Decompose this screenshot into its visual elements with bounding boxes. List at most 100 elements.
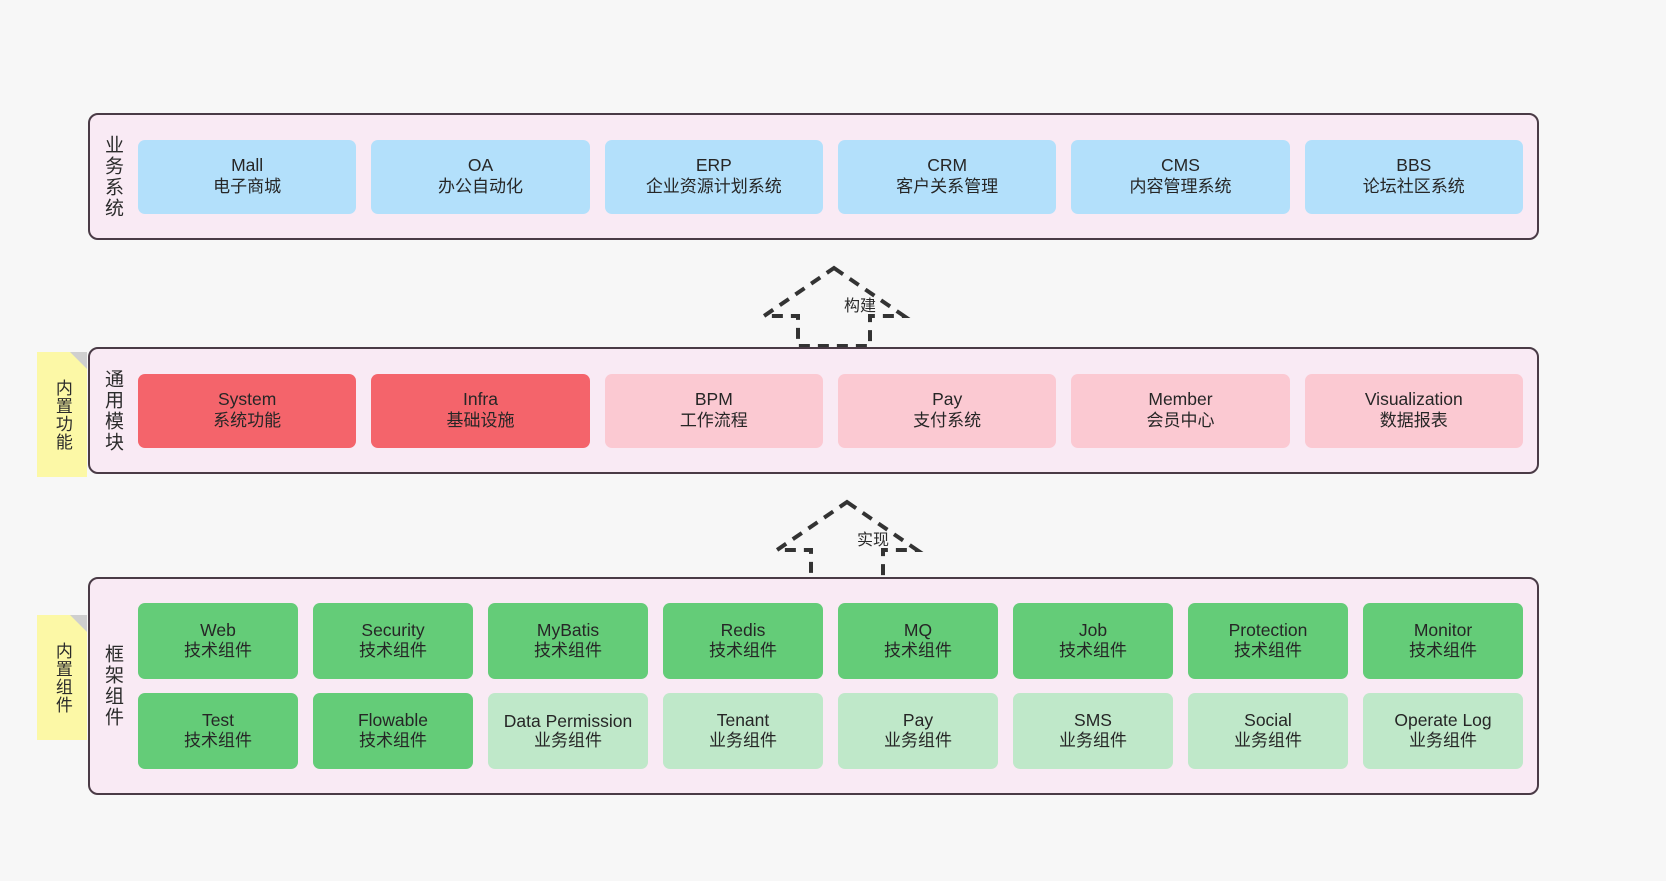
component-card-subtitle: 业务组件 <box>1234 731 1302 751</box>
module-card-pay[interactable]: Pay 支付系统 <box>837 373 1057 448</box>
module-card-oa[interactable]: OA 办公自动化 <box>371 139 590 214</box>
layer-row: Test 技术组件 Flowable 技术组件 Data Permission … <box>138 693 1523 769</box>
component-card-subtitle: 技术组件 <box>184 641 252 661</box>
component-card-title: Flowable <box>357 709 429 730</box>
component-card-title: MQ <box>903 619 933 640</box>
layer-body-framework-components: Web 技术组件 Security 技术组件 MyBatis 技术组件 Redi… <box>134 579 1537 793</box>
module-card-cms[interactable]: CMS 内容管理系统 <box>1071 139 1290 214</box>
component-card-title: Job <box>1078 619 1108 640</box>
module-card-subtitle: 会员中心 <box>1146 410 1215 430</box>
component-card-subtitle: 技术组件 <box>1409 641 1477 661</box>
module-card-member[interactable]: Member 会员中心 <box>1071 373 1290 448</box>
module-card-subtitle: 企业资源计划系统 <box>645 176 782 196</box>
module-card-visualization[interactable]: Visualization 数据报表 <box>1304 373 1523 448</box>
module-card-crm[interactable]: CRM 客户关系管理 <box>837 139 1057 214</box>
layer-row: Web 技术组件 Security 技术组件 MyBatis 技术组件 Redi… <box>138 603 1523 679</box>
module-card-subtitle: 基础设施 <box>446 410 515 430</box>
module-card-title: Infra <box>462 389 498 410</box>
component-card-operate-log[interactable]: Operate Log 业务组件 <box>1363 693 1523 769</box>
component-card-subtitle: 技术组件 <box>1059 641 1127 661</box>
module-card-subtitle: 论坛社区系统 <box>1362 176 1465 196</box>
module-card-infra[interactable]: Infra 基础设施 <box>371 373 590 448</box>
component-card-title: Protection <box>1228 619 1308 640</box>
module-card-title: BBS <box>1396 155 1432 176</box>
layer-title-business-systems: 业务系统 <box>101 134 123 219</box>
module-card-subtitle: 数据报表 <box>1379 410 1448 430</box>
component-card-mq[interactable]: MQ 技术组件 <box>838 603 998 679</box>
module-card-title: Visualization <box>1364 389 1463 410</box>
component-card-sms[interactable]: SMS 业务组件 <box>1013 693 1173 769</box>
note-builtin-components: 内置组件 <box>37 615 87 740</box>
layer-body-common-modules: System 系统功能 Infra 基础设施 BPM 工作流程 Pay 支付系统… <box>134 349 1537 472</box>
arrow-build: 构建 <box>757 264 911 348</box>
layer-framework-components: 框架组件 Web 技术组件 Security 技术组件 MyBatis 技术组件… <box>88 577 1539 795</box>
component-card-flowable[interactable]: Flowable 技术组件 <box>313 693 473 769</box>
module-card-subtitle: 内容管理系统 <box>1129 176 1232 196</box>
component-card-monitor[interactable]: Monitor 技术组件 <box>1363 603 1523 679</box>
component-card-title: Redis <box>720 619 766 640</box>
component-card-title: Operate Log <box>1394 709 1492 730</box>
component-card-title: MyBatis <box>536 619 600 640</box>
module-card-erp[interactable]: ERP 企业资源计划系统 <box>604 139 823 214</box>
module-card-subtitle: 客户关系管理 <box>896 176 999 196</box>
component-card-mybatis[interactable]: MyBatis 技术组件 <box>488 603 648 679</box>
component-card-subtitle: 业务组件 <box>709 731 777 751</box>
component-card-title: Monitor <box>1413 619 1473 640</box>
component-card-subtitle: 技术组件 <box>884 641 952 661</box>
component-card-subtitle: 技术组件 <box>359 731 427 751</box>
module-card-title: BPM <box>694 389 733 410</box>
module-card-subtitle: 电子商城 <box>213 176 282 196</box>
component-card-title: Pay <box>902 709 934 730</box>
note-text: 内置组件 <box>52 641 72 714</box>
layer-body-business-systems: Mall 电子商城 OA 办公自动化 ERP 企业资源计划系统 CRM 客户关系… <box>134 115 1537 238</box>
component-card-test[interactable]: Test 技术组件 <box>138 693 298 769</box>
component-card-social[interactable]: Social 业务组件 <box>1188 693 1348 769</box>
component-card-pay[interactable]: Pay 业务组件 <box>838 693 998 769</box>
component-card-protection[interactable]: Protection 技术组件 <box>1188 603 1348 679</box>
layer-title-framework-components: 框架组件 <box>101 644 123 728</box>
module-card-subtitle: 工作流程 <box>679 410 748 430</box>
component-card-subtitle: 技术组件 <box>359 641 427 661</box>
component-card-title: Web <box>200 619 236 640</box>
module-card-subtitle: 办公自动化 <box>437 176 523 196</box>
module-card-subtitle: 支付系统 <box>913 410 982 430</box>
component-card-security[interactable]: Security 技术组件 <box>313 603 473 679</box>
component-card-job[interactable]: Job 技术组件 <box>1013 603 1173 679</box>
component-card-subtitle: 业务组件 <box>1409 731 1477 751</box>
module-card-title: Pay <box>932 389 963 410</box>
component-card-data-permission[interactable]: Data Permission 业务组件 <box>488 693 648 769</box>
component-card-redis[interactable]: Redis 技术组件 <box>663 603 823 679</box>
component-card-web[interactable]: Web 技术组件 <box>138 603 298 679</box>
module-card-system[interactable]: System 系统功能 <box>138 373 357 448</box>
module-card-title: CRM <box>927 155 968 176</box>
component-card-subtitle: 技术组件 <box>534 641 602 661</box>
layer-row: System 系统功能 Infra 基础设施 BPM 工作流程 Pay 支付系统… <box>138 373 1523 448</box>
component-card-title: Test <box>201 709 235 730</box>
component-card-title: Tenant <box>716 709 770 730</box>
layer-business-systems: 业务系统 Mall 电子商城 OA 办公自动化 ERP 企业资源计划系统 CRM… <box>88 113 1539 240</box>
component-card-title: Social <box>1244 709 1292 730</box>
module-card-title: CMS <box>1161 155 1200 176</box>
component-card-subtitle: 技术组件 <box>184 731 252 751</box>
module-card-title: OA <box>467 155 494 176</box>
module-card-subtitle: 系统功能 <box>213 410 282 430</box>
arrow-implement-label: 实现 <box>857 532 890 549</box>
component-card-tenant[interactable]: Tenant 业务组件 <box>663 693 823 769</box>
layer-title-common-modules: 通用模块 <box>101 368 123 453</box>
component-card-subtitle: 业务组件 <box>884 731 952 751</box>
component-card-title: Data Permission <box>503 710 633 731</box>
module-card-title: Mall <box>231 155 264 176</box>
module-card-bbs[interactable]: BBS 论坛社区系统 <box>1304 139 1523 214</box>
component-card-subtitle: 业务组件 <box>534 730 602 750</box>
component-card-subtitle: 技术组件 <box>709 641 777 661</box>
module-card-bpm[interactable]: BPM 工作流程 <box>604 373 823 448</box>
module-card-title: ERP <box>695 155 732 176</box>
layer-row: Mall 电子商城 OA 办公自动化 ERP 企业资源计划系统 CRM 客户关系… <box>138 139 1523 214</box>
module-card-mall[interactable]: Mall 电子商城 <box>138 139 357 214</box>
component-card-subtitle: 技术组件 <box>1234 641 1302 661</box>
component-card-subtitle: 业务组件 <box>1059 731 1127 751</box>
module-card-title: System <box>217 389 277 410</box>
arrow-implement: 实现 <box>770 498 924 582</box>
arrow-build-label: 构建 <box>844 298 877 315</box>
